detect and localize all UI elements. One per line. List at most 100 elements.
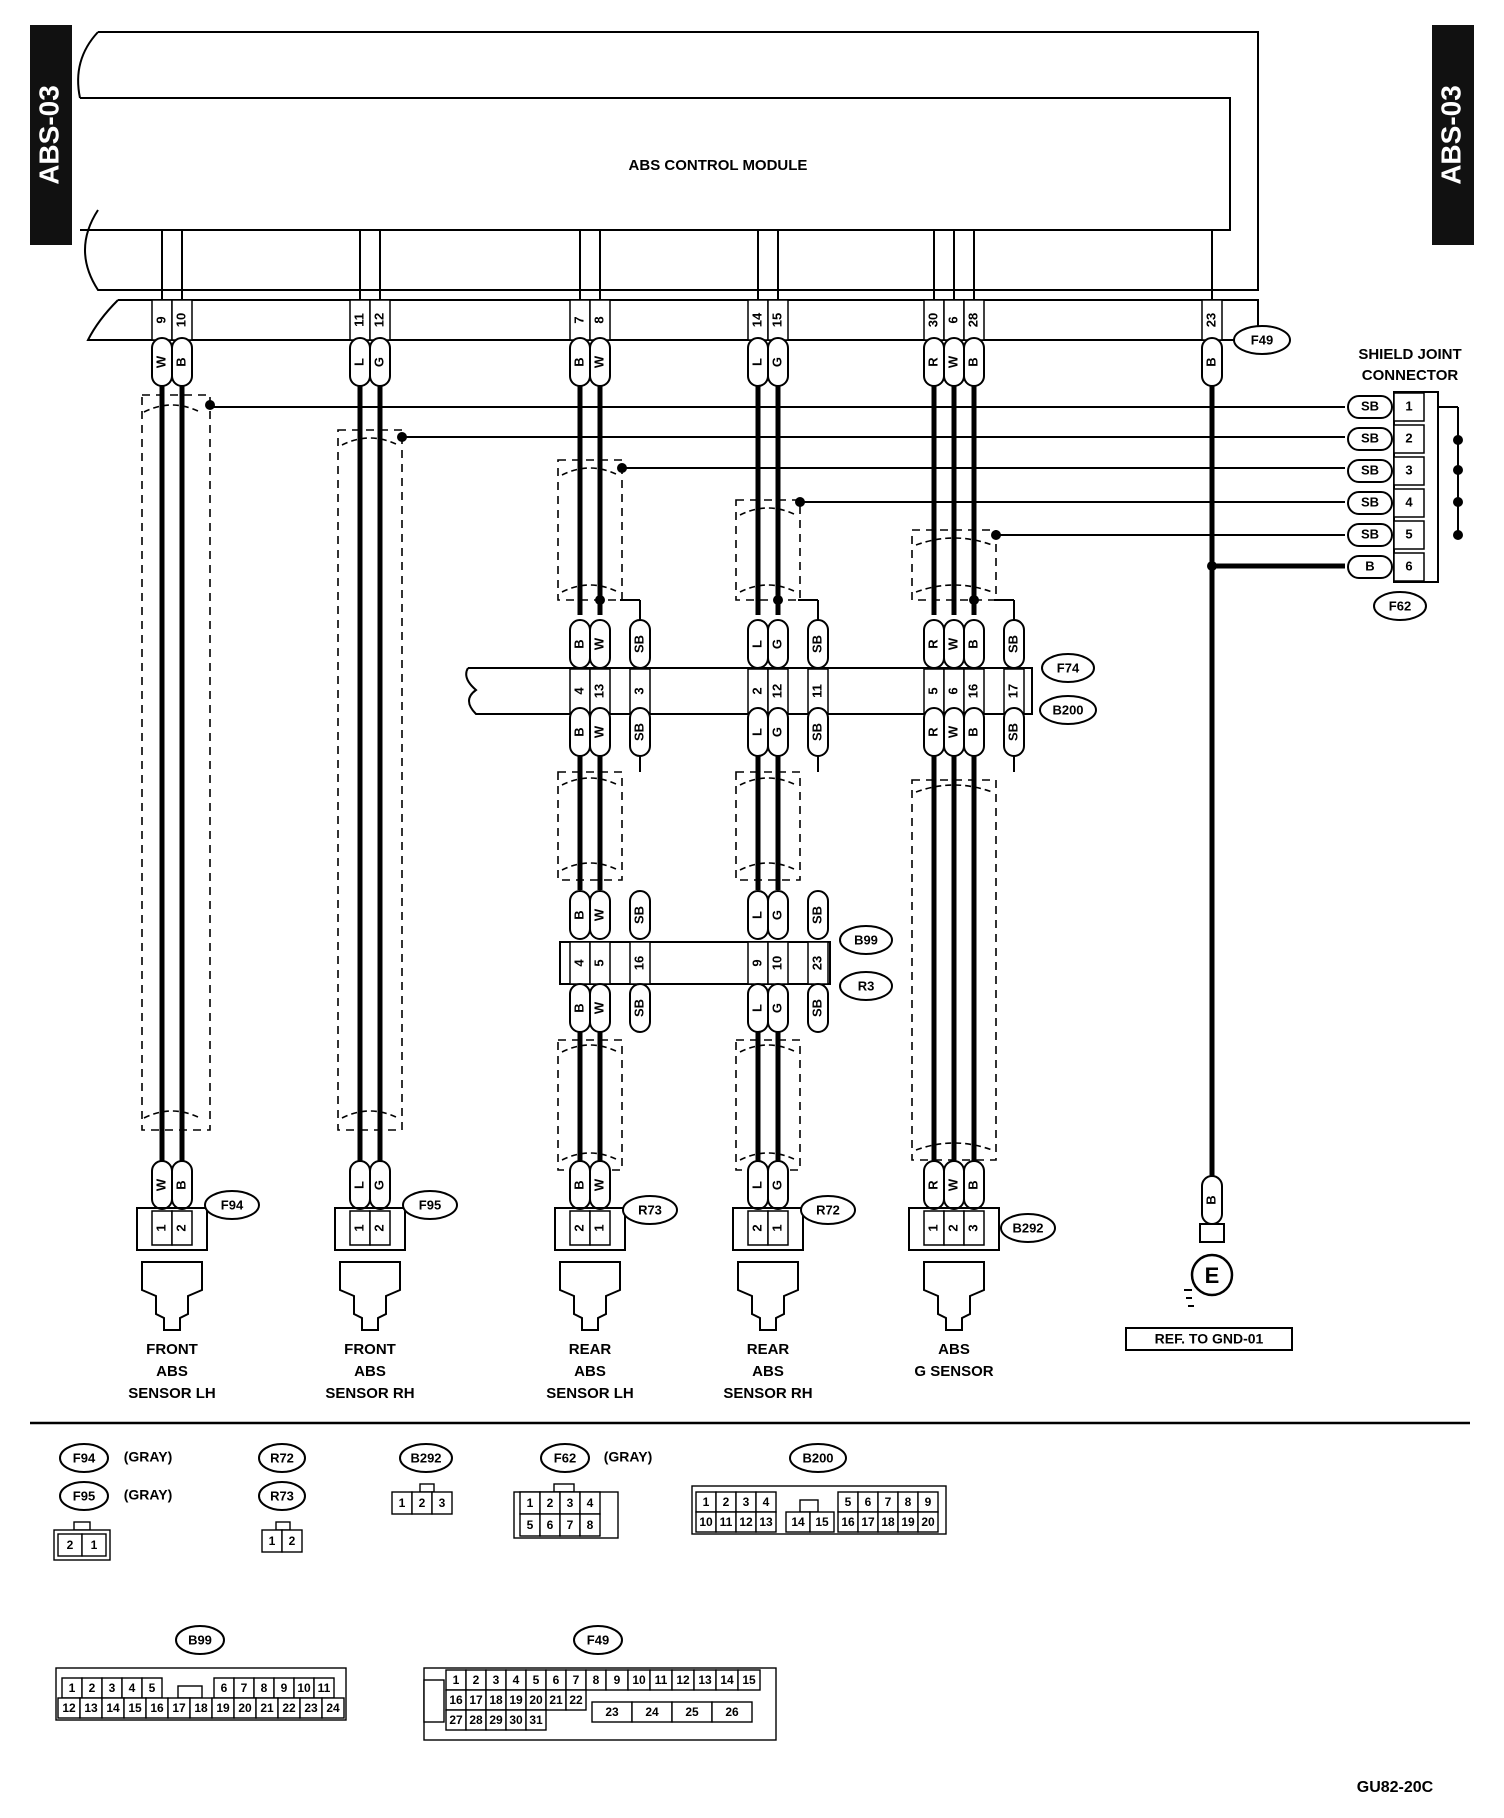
twist-mark xyxy=(561,862,619,871)
legend-pin: 1 xyxy=(399,1496,406,1510)
wire-color-tag xyxy=(629,890,651,940)
pin-cell xyxy=(589,1210,611,1246)
legend-pin: 20 xyxy=(921,1515,935,1529)
wire-color-label: SB xyxy=(631,635,646,653)
wire-color-tag xyxy=(1347,523,1393,547)
wire-color-label: SB xyxy=(809,635,824,653)
abs-control-module xyxy=(77,31,1259,341)
connector-id-oval xyxy=(402,1190,458,1220)
wire-color-label: W xyxy=(591,1178,606,1191)
pin-number: 2 xyxy=(371,1224,386,1231)
wire-color-label: L xyxy=(749,358,764,366)
legend-pin: 16 xyxy=(150,1701,164,1715)
wire-color-label: SB xyxy=(1005,723,1020,741)
pin-number: 28 xyxy=(965,313,980,327)
legend-pin: 12 xyxy=(739,1515,753,1529)
connector-id: B292 xyxy=(1012,1220,1043,1235)
wire-color-label: SB xyxy=(1005,635,1020,653)
joint-pin xyxy=(1393,520,1425,550)
ground-terminal xyxy=(1199,1223,1225,1243)
wire-color-label: G xyxy=(769,727,784,737)
splice-dot xyxy=(1453,497,1463,507)
tag-left: ABS-03 xyxy=(30,25,72,245)
connector-id: R72 xyxy=(270,1450,294,1465)
legend-pin: 6 xyxy=(547,1518,554,1532)
legend-pin: 4 xyxy=(129,1681,136,1695)
sensor-body xyxy=(141,1261,203,1331)
connector-id: B99 xyxy=(854,932,878,947)
legend-pin: 7 xyxy=(567,1518,574,1532)
legend-pin: 5 xyxy=(533,1673,540,1687)
twist-mark xyxy=(561,467,619,476)
pin-number: 2 xyxy=(173,1224,188,1231)
legend-pin: 12 xyxy=(62,1701,76,1715)
wire-color-label: W xyxy=(591,725,606,738)
legend-pin: 14 xyxy=(720,1673,734,1687)
connector-id-oval xyxy=(573,1625,623,1655)
legend-pin: 18 xyxy=(489,1693,503,1707)
connector-id-oval xyxy=(59,1481,109,1511)
sensor-name: ABS xyxy=(938,1341,970,1358)
legend-pin: 5 xyxy=(845,1495,852,1509)
legend-pin: 11 xyxy=(720,1515,733,1529)
sensor-name: SENSOR LH xyxy=(546,1385,634,1402)
legend-pin: 2 xyxy=(67,1538,74,1552)
sensor-name: ABS xyxy=(574,1363,606,1380)
legend-pin: 7 xyxy=(241,1681,248,1695)
connector-id-oval xyxy=(204,1190,260,1220)
pin-cell xyxy=(963,1210,985,1246)
ground-ref: REF. TO GND-01 xyxy=(1155,1331,1264,1347)
legend-pin: 7 xyxy=(573,1673,580,1687)
connector-id-oval xyxy=(1233,325,1291,355)
ground-ref-box xyxy=(1125,1327,1293,1351)
connector-id-oval xyxy=(175,1625,225,1655)
wire-color-tag xyxy=(767,890,789,940)
pin-number: 23 xyxy=(1203,313,1218,327)
pin-number: 11 xyxy=(351,313,366,327)
pin-number: 1 xyxy=(925,1224,940,1231)
splice-dot xyxy=(1453,530,1463,540)
pin-number: 1 xyxy=(769,1224,784,1231)
pin-number: 1 xyxy=(153,1224,168,1231)
pin-number: 1 xyxy=(591,1224,606,1231)
connector-id: F49 xyxy=(1251,332,1273,347)
legend-pin: 4 xyxy=(763,1495,770,1509)
connector-id-oval xyxy=(622,1195,678,1225)
wire-color-label: L xyxy=(351,1181,366,1189)
pin-number: 13 xyxy=(591,684,606,698)
wire-color-label: R xyxy=(925,357,940,367)
pin-number: 4 xyxy=(571,959,586,967)
shield-outline xyxy=(735,499,801,601)
legend-pin: 17 xyxy=(469,1693,483,1707)
legend-cell xyxy=(81,1533,107,1557)
wire-color-label: SB xyxy=(809,723,824,741)
legend-pin: 14 xyxy=(791,1515,805,1529)
legend-pin: 2 xyxy=(419,1496,426,1510)
twist-mark xyxy=(561,1044,619,1053)
wire-color-label: B xyxy=(571,639,586,648)
connector-id-oval xyxy=(540,1443,590,1473)
connector-id: F95 xyxy=(73,1488,95,1503)
connector-id: F62 xyxy=(554,1450,576,1465)
sensor-connector xyxy=(732,1207,804,1251)
wire-color-tag xyxy=(1347,427,1393,451)
wire-color-label: B xyxy=(173,1180,188,1189)
legend-pin: 15 xyxy=(742,1673,756,1687)
legend-pin: 13 xyxy=(698,1673,712,1687)
pin-number: 5 xyxy=(925,687,940,694)
joint-pin-number: 1 xyxy=(1405,398,1412,413)
wire-color-label: L xyxy=(749,1181,764,1189)
connector-id-oval xyxy=(789,1443,847,1473)
legend-pin: 2 xyxy=(473,1673,480,1687)
legend-pin: 5 xyxy=(527,1518,534,1532)
wire-color-tag xyxy=(589,619,611,669)
twist-mark xyxy=(739,507,797,516)
sensor-name: SENSOR LH xyxy=(128,1385,216,1402)
twist-mark xyxy=(739,1152,797,1161)
connector-id: F49 xyxy=(587,1632,609,1647)
legend-pin: 19 xyxy=(216,1701,230,1715)
connector-id: R72 xyxy=(816,1202,840,1217)
wire-color-label: W xyxy=(591,637,606,650)
